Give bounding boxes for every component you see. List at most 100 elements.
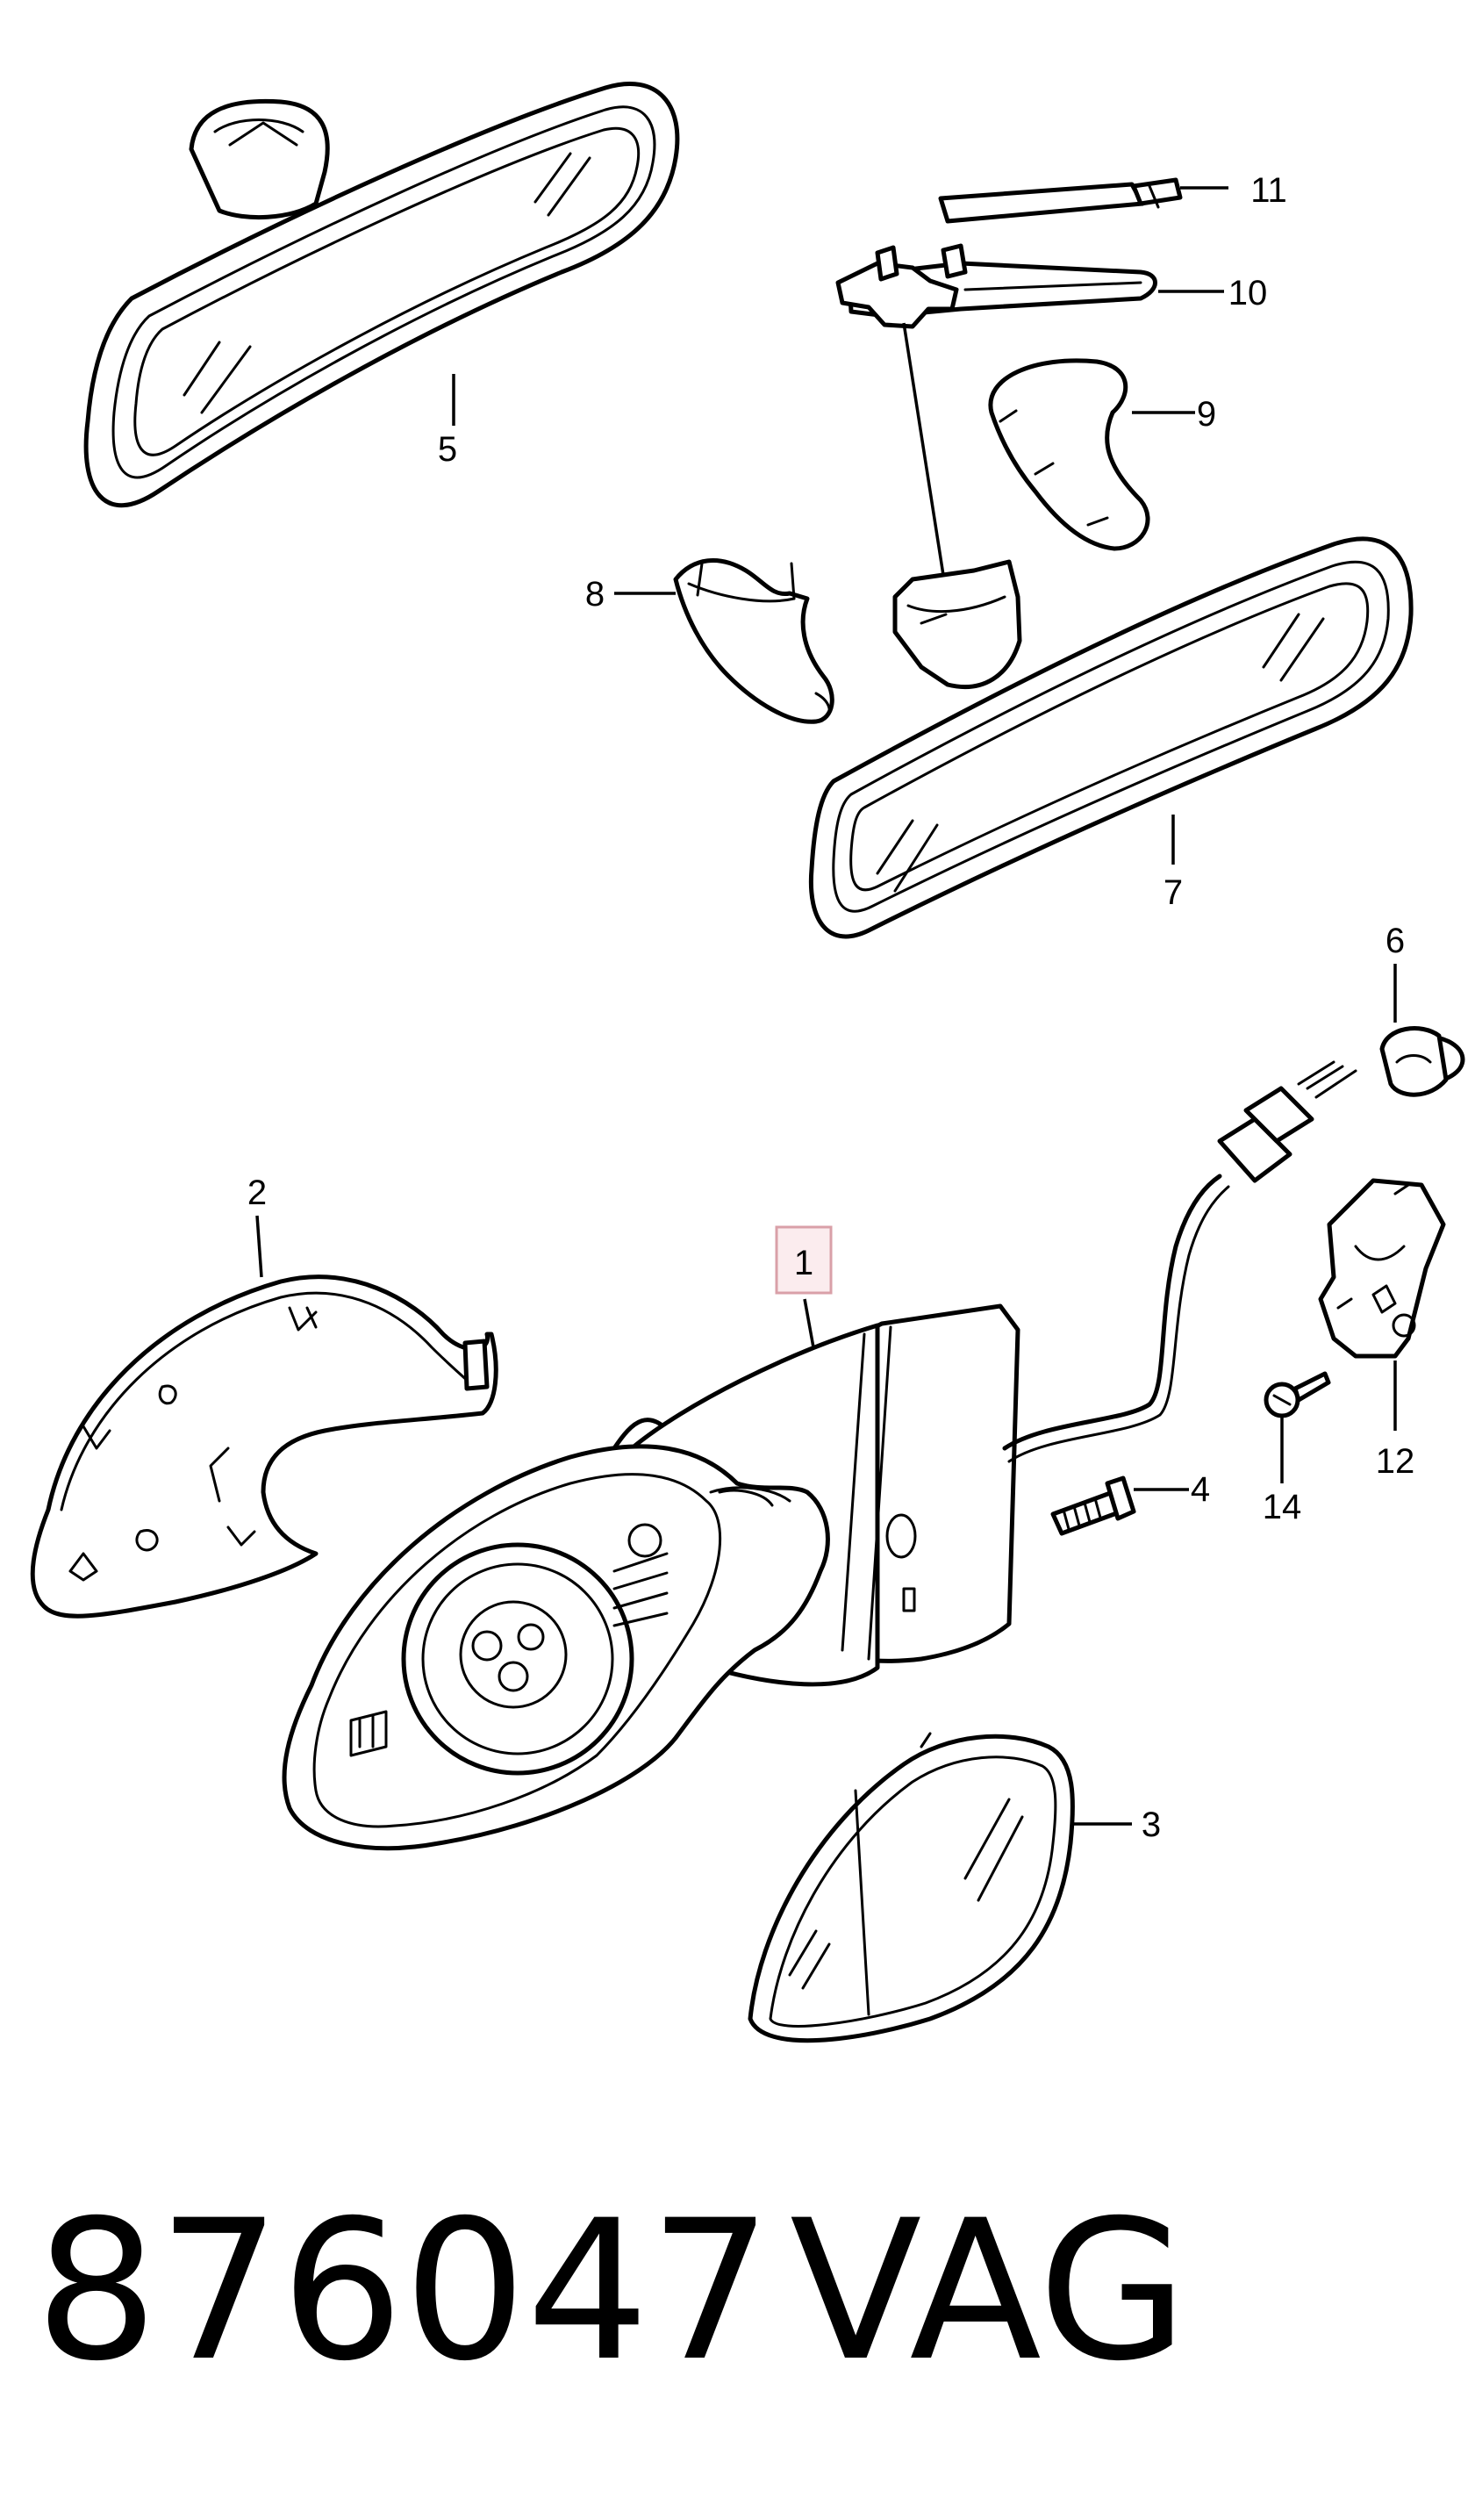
- motor-hole-3: [517, 1623, 545, 1651]
- part-6-grommet: [1379, 1026, 1465, 1097]
- part-1-exterior-mirror-assembly: [282, 1303, 1020, 1851]
- cap-hole-1: [158, 1384, 177, 1405]
- callout-3[interactable]: 3: [1142, 1806, 1161, 1844]
- part-14-screw: [1264, 1371, 1331, 1418]
- harness-wires: [1297, 1060, 1357, 1099]
- cap-inner-line: [209, 1447, 230, 1503]
- arm-edge-line: [709, 1486, 791, 1503]
- screw-14-shaft: [1292, 1371, 1331, 1403]
- leader-1: [803, 1298, 815, 1348]
- bracket-hole: [1392, 1313, 1416, 1338]
- mirror-glass-reflection: [788, 1798, 1024, 1990]
- part-9-body: [988, 358, 1150, 551]
- bracket-arc: [1354, 1245, 1406, 1261]
- part-7-rearview-mirror: [808, 536, 1414, 939]
- part-8-end: [814, 692, 831, 720]
- callout-labels: 1 2 3 4 5 6 7 8 9 10 11 12 14: [247, 171, 1414, 1844]
- part-10-clip-block: [835, 261, 959, 329]
- leader-2: [255, 1215, 263, 1278]
- callout-9[interactable]: 9: [1197, 395, 1216, 434]
- callout-7[interactable]: 7: [1164, 873, 1183, 912]
- callout-11[interactable]: 11: [1250, 171, 1287, 210]
- mirror-7-mount: [892, 559, 1022, 690]
- part-5-rearview-mirror: [83, 82, 680, 508]
- part-4-bolt: [1050, 1475, 1136, 1536]
- glass-reflection-lines: [183, 152, 591, 414]
- part-number: 876047: [35, 2179, 772, 2403]
- callout-2[interactable]: 2: [247, 1174, 267, 1212]
- cap-clip-2: [82, 1425, 111, 1450]
- mirror-glass-tab: [920, 1732, 932, 1748]
- mirror-cap-clip: [462, 1339, 490, 1391]
- bolt-4-thread: [1062, 1497, 1102, 1531]
- callout-10[interactable]: 10: [1228, 274, 1268, 312]
- callout-14[interactable]: 14: [1263, 1488, 1302, 1526]
- mirror-glass-5: [133, 126, 641, 456]
- mirror-glass-inner: [769, 1755, 1057, 2028]
- motor-fins: [612, 1552, 669, 1627]
- part-10-rail-line: [963, 281, 1142, 291]
- mirror-glass-outer: [748, 1734, 1075, 2043]
- callout-1[interactable]: 1: [794, 1244, 813, 1282]
- part-11-tab: [1131, 177, 1183, 206]
- leader-lines: [255, 186, 1397, 1826]
- callout-8[interactable]: 8: [585, 575, 605, 614]
- wiring-harness: [1002, 1060, 1357, 1463]
- part-11-strip: [938, 177, 1183, 224]
- brand-name: VAG: [790, 2179, 1188, 2403]
- callout-12[interactable]: 12: [1376, 1442, 1415, 1481]
- mirror-housing-inner: [111, 105, 656, 479]
- mirror-glass-7: [849, 582, 1370, 892]
- callout-5[interactable]: 5: [438, 430, 457, 469]
- part-12-bracket: [1318, 1178, 1446, 1359]
- part-8-cover: [673, 558, 834, 724]
- mirror-glass-divider: [854, 1789, 870, 2016]
- part-9-cover: [988, 358, 1150, 551]
- bracket-clips: [1336, 1183, 1410, 1314]
- part-8-body: [673, 558, 834, 724]
- base-hole-1: [885, 1513, 917, 1559]
- part-10-prong-1: [875, 245, 899, 282]
- mount-socket-line: [213, 118, 304, 133]
- bracket-body: [1318, 1178, 1446, 1359]
- mirror-cap-rim: [60, 1291, 476, 1511]
- part-3-mirror-glass: [748, 1732, 1075, 2043]
- mirror-head-inner: [312, 1473, 722, 1828]
- part-10-mount-bracket: [835, 243, 1157, 329]
- adjust-motor-ring: [421, 1562, 614, 1755]
- grommet-line: [1395, 1054, 1432, 1064]
- arm-detail: [718, 1489, 774, 1507]
- bolt-4-head: [1105, 1475, 1136, 1521]
- grommet-body: [1379, 1026, 1449, 1097]
- harness-connector-1: [1217, 1116, 1292, 1183]
- adjust-motor-outer: [401, 1542, 634, 1776]
- part-2-mirror-cap: [30, 1274, 498, 1619]
- base-slot: [902, 1587, 916, 1612]
- part-10-prong-2: [941, 243, 968, 279]
- base-seam-lines: [841, 1325, 892, 1661]
- cap-hole-2: [135, 1529, 159, 1552]
- cap-clip-3: [68, 1526, 256, 1582]
- cap-clip-1: [288, 1306, 318, 1332]
- motor-hole-1: [498, 1661, 529, 1692]
- connector-block: [349, 1710, 388, 1757]
- screw-14-slot: [1272, 1394, 1292, 1406]
- adjust-motor-hub: [459, 1600, 568, 1709]
- mount-socket-detail: [228, 121, 298, 147]
- harness-cable-inner: [1007, 1185, 1230, 1463]
- mirror-mount-base: [189, 98, 330, 219]
- mirror-7-housing-outer: [808, 536, 1414, 939]
- callout-4[interactable]: 4: [1191, 1470, 1210, 1509]
- part-11-body: [938, 182, 1145, 224]
- callout-1-highlight: [775, 1225, 833, 1295]
- callout-6[interactable]: 6: [1385, 922, 1405, 960]
- mirror-7-reflection: [876, 613, 1325, 893]
- harness-connector-2: [1243, 1086, 1314, 1144]
- part-8-tabs: [696, 562, 796, 600]
- harness-cable-outer: [1002, 1174, 1222, 1451]
- mirror-7-housing-inner: [832, 560, 1390, 913]
- part-9-tabs: [999, 409, 1109, 527]
- part-11-tab-line: [1148, 184, 1160, 209]
